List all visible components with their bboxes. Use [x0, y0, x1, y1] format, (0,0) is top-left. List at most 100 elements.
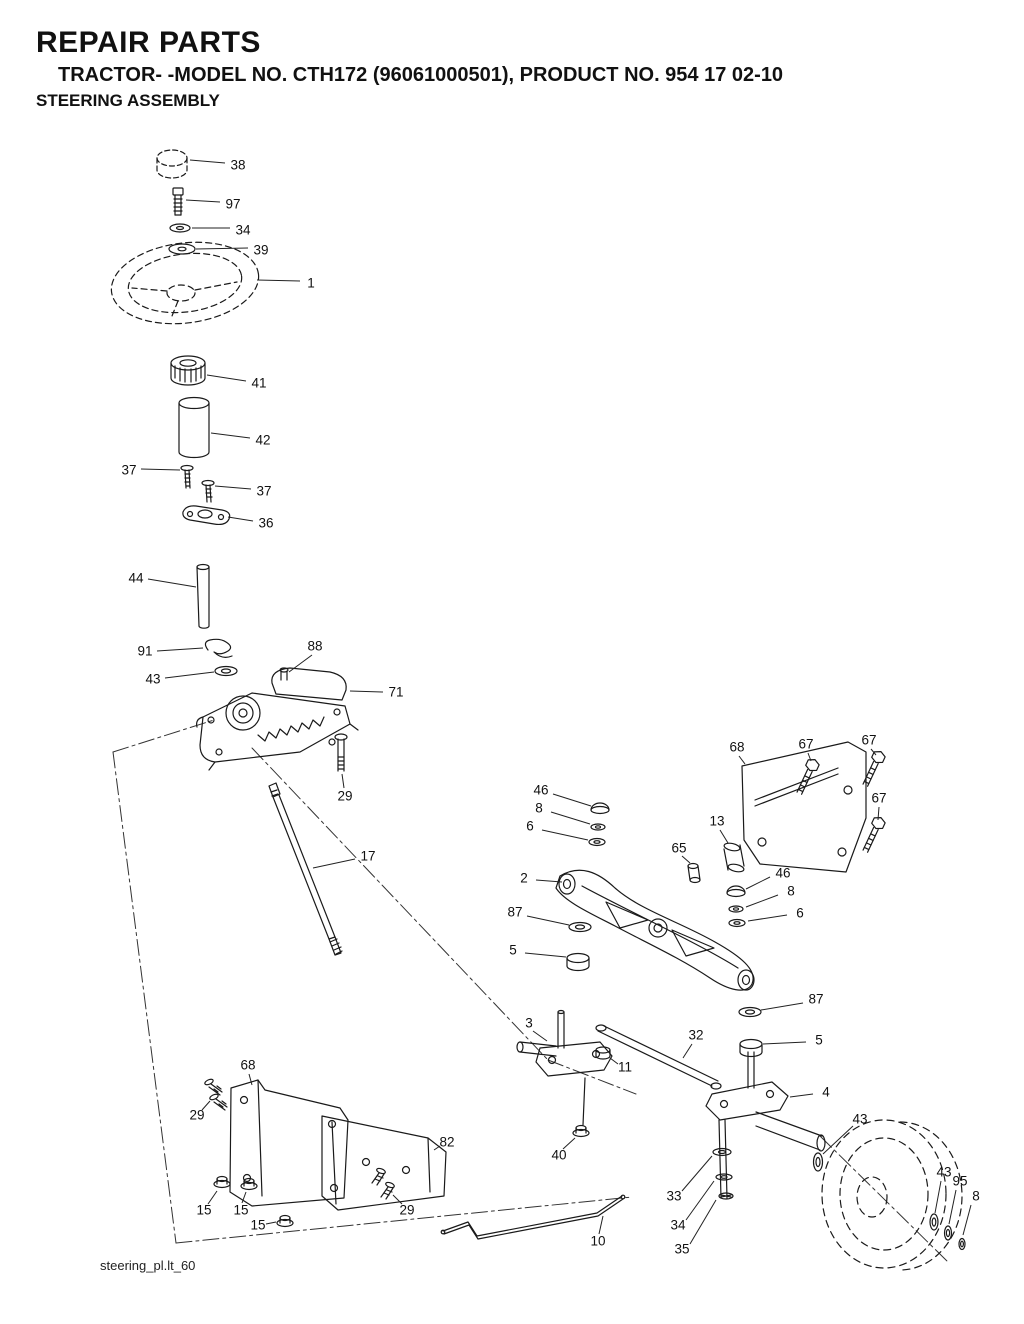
callout-34: 34: [235, 223, 251, 238]
cap-46-right: [726, 885, 746, 898]
leader-line: [682, 1043, 693, 1059]
callout-29: 29: [189, 1108, 204, 1123]
callout-15: 15: [233, 1203, 248, 1218]
callout-87: 87: [507, 905, 522, 920]
spacer-65: [687, 862, 701, 884]
leader-line: [552, 793, 592, 807]
leader-line: [870, 748, 877, 756]
nut-40: [572, 1124, 590, 1138]
leader-line: [719, 829, 729, 844]
callout-29: 29: [337, 789, 352, 804]
leader-line: [760, 1002, 804, 1011]
callout-67: 67: [871, 791, 886, 806]
leader-line: [762, 1041, 807, 1045]
leader-line: [201, 1100, 211, 1111]
leader-line: [156, 647, 204, 652]
screw-37-left: [180, 464, 194, 489]
leader-line: [189, 159, 226, 164]
leader-line: [745, 876, 771, 890]
screw-29-bottom-pair: [371, 1167, 395, 1200]
sleeve-42: [178, 396, 210, 459]
callout-68: 68: [729, 740, 744, 755]
callout-34: 34: [670, 1218, 686, 1233]
washer-8-right: [728, 905, 744, 913]
leader-line: [562, 1137, 576, 1150]
hex-bolt-97: [172, 187, 184, 216]
page-title: REPAIR PARTS: [36, 26, 261, 59]
callout-5: 5: [509, 943, 517, 958]
leader-line: [807, 752, 812, 762]
leader-line: [598, 1215, 604, 1235]
shaft-extension-44: [196, 563, 210, 629]
leader-line: [288, 654, 313, 673]
leader-line: [738, 755, 746, 765]
leader-line: [822, 1125, 854, 1155]
bolt-29-upper: [334, 733, 348, 772]
callout-68: 68: [240, 1058, 255, 1073]
callout-6: 6: [796, 906, 804, 921]
washer-34-lower: [715, 1173, 733, 1181]
leader-line: [210, 432, 251, 439]
callout-38: 38: [230, 158, 245, 173]
callout-40: 40: [551, 1148, 566, 1163]
front-wheel: [821, 1119, 963, 1271]
leader-line: [550, 811, 591, 825]
leader-line: [681, 855, 691, 864]
leader-line: [227, 516, 254, 522]
callout-11: 11: [618, 1060, 632, 1075]
leader-line: [948, 1189, 957, 1225]
leader-line: [349, 690, 384, 693]
bushing-5-right: [739, 1038, 763, 1058]
leader-line: [341, 773, 345, 789]
callout-2: 2: [520, 871, 528, 886]
tie-rod-10: [440, 1194, 626, 1240]
callout-3: 3: [525, 1016, 533, 1031]
washer-33: [712, 1147, 732, 1157]
washer-39: [168, 243, 196, 255]
callout-32: 32: [688, 1028, 703, 1043]
wheel-adapter-41: [170, 355, 206, 386]
callout-82: 82: [439, 1135, 454, 1150]
spindle-4: [705, 1051, 826, 1199]
callout-97: 97: [225, 197, 240, 212]
washer-87-right: [738, 1006, 762, 1018]
washer-8-left: [590, 823, 606, 831]
push-nut-35: [718, 1192, 734, 1200]
callout-88: 88: [307, 639, 322, 654]
callout-6: 6: [526, 819, 534, 834]
hex-bolt-67-3: [862, 817, 886, 853]
leader-line: [745, 894, 779, 908]
keeper-bracket-36: [182, 505, 231, 526]
callout-43: 43: [852, 1112, 867, 1127]
leader-line: [195, 247, 249, 250]
leader-line: [681, 1155, 713, 1192]
callout-8: 8: [535, 801, 543, 816]
callout-67: 67: [861, 733, 876, 748]
bushing-5-left: [566, 952, 590, 972]
axle-beam-2: [555, 869, 755, 991]
callout-4: 4: [822, 1085, 830, 1100]
callout-29: 29: [399, 1203, 414, 1218]
leader-line: [248, 1073, 253, 1086]
callout-43: 43: [936, 1165, 951, 1180]
callout-36: 36: [258, 516, 273, 531]
callout-87: 87: [808, 992, 823, 1007]
callout-46: 46: [775, 866, 790, 881]
callout-95: 95: [952, 1174, 967, 1189]
drawing-id: steering_pl.lt_60: [100, 1258, 196, 1273]
callout-42: 42: [255, 433, 270, 448]
leader-line: [524, 952, 567, 958]
steering-wheel-cap: [156, 149, 188, 179]
callout-15: 15: [250, 1218, 265, 1233]
washer-6-right: [728, 918, 746, 928]
steering-shaft-17: [268, 782, 343, 956]
callout-8: 8: [972, 1189, 980, 1204]
leader-line: [265, 1221, 277, 1225]
washer-6-left: [588, 837, 606, 847]
callout-37: 37: [121, 463, 136, 478]
leader-line: [689, 1199, 717, 1245]
washer-87-left: [568, 921, 592, 933]
leader-line: [207, 1190, 218, 1205]
